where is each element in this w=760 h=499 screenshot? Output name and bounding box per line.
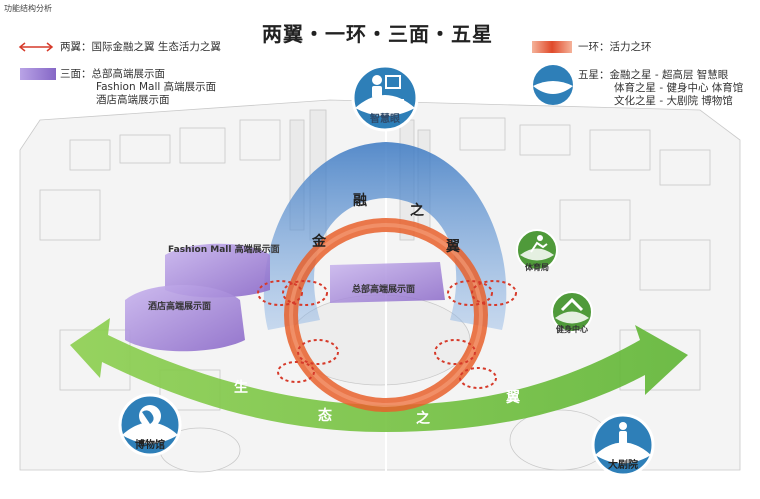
- eco-wing: [70, 318, 688, 432]
- legend-faces-line-1: 三面：总部高端展示面: [60, 68, 165, 80]
- finance-wing-char-4: 翼: [445, 239, 460, 255]
- gym-node: 体育局: [516, 229, 558, 272]
- finance-wing-char-1: 金: [311, 233, 327, 250]
- page-title: 两翼・一环・三面・五星: [262, 22, 493, 46]
- globe-icon: [139, 405, 161, 427]
- legend-stars: 五星：金融之星 - 超高层 智慧眼 体育之星 - 健身中心 体育馆 文化之星 -…: [578, 69, 743, 108]
- hq-label: 总部高端展示面: [352, 283, 415, 295]
- dotted-arcs: [257, 280, 517, 389]
- runner-icon: [530, 235, 548, 253]
- legend-wings: 两翼：国际金融之翼 生态活力之翼: [60, 41, 221, 53]
- fashion-mall-label: Fashion Mall 高端展示面: [168, 243, 280, 255]
- hotel-label: 酒店高端展示面: [148, 300, 211, 312]
- legend-stars-icon: [533, 65, 573, 105]
- theater-label: 大剧院: [608, 458, 638, 471]
- eco-wing-char-2: 态: [318, 407, 332, 424]
- fashion-mall-face: [165, 243, 270, 298]
- legend-faces-line-3: 酒店高端展示面: [96, 94, 170, 106]
- hq-face: [330, 262, 445, 303]
- museum-label: 博物馆: [135, 438, 165, 451]
- eco-wing-char-4: 翼: [505, 390, 520, 406]
- legend-faces: 三面：总部高端展示面 Fashion Mall 高端展示面 酒店高端展示面: [60, 68, 216, 107]
- hotel-face: [125, 285, 245, 352]
- finance-wing-char-3: 之: [410, 202, 424, 219]
- smart-eye-node: 智慧眼: [351, 64, 419, 132]
- legend-wings-arrow-icon: [18, 42, 54, 52]
- legend-ring: 一环：活力之环: [578, 41, 652, 53]
- legend-stars-line-2: 体育之星 - 健身中心 体育馆: [614, 82, 744, 94]
- fitness-node: 健身中心: [551, 291, 593, 334]
- gym-label: 体育局: [525, 262, 549, 272]
- eco-wing-char-3: 之: [416, 410, 430, 427]
- legend-faces-line-2: Fashion Mall 高端展示面: [96, 81, 217, 93]
- corner-title: 功能结构分析: [4, 4, 52, 13]
- eco-wing-char-1: 生: [234, 379, 248, 396]
- legend-stars-line-1: 五星：金融之星 - 超高层 智慧眼: [578, 69, 729, 81]
- finance-wing-char-2: 融: [353, 192, 367, 209]
- legend-faces-swatch: [20, 68, 56, 80]
- figure-icon: [560, 297, 584, 312]
- desk-person-icon: [368, 75, 404, 102]
- theater-node: 大剧院: [591, 413, 655, 477]
- legend-stars-line-3: 文化之星 - 大剧院 博物馆: [614, 95, 733, 107]
- fitness-label: 健身中心: [556, 324, 588, 334]
- finance-wing: [263, 142, 507, 330]
- smart-eye-label: 智慧眼: [370, 112, 400, 125]
- museum-node: 博物馆: [118, 393, 182, 457]
- person-icon: [619, 422, 627, 445]
- legend-ring-swatch: [532, 41, 572, 53]
